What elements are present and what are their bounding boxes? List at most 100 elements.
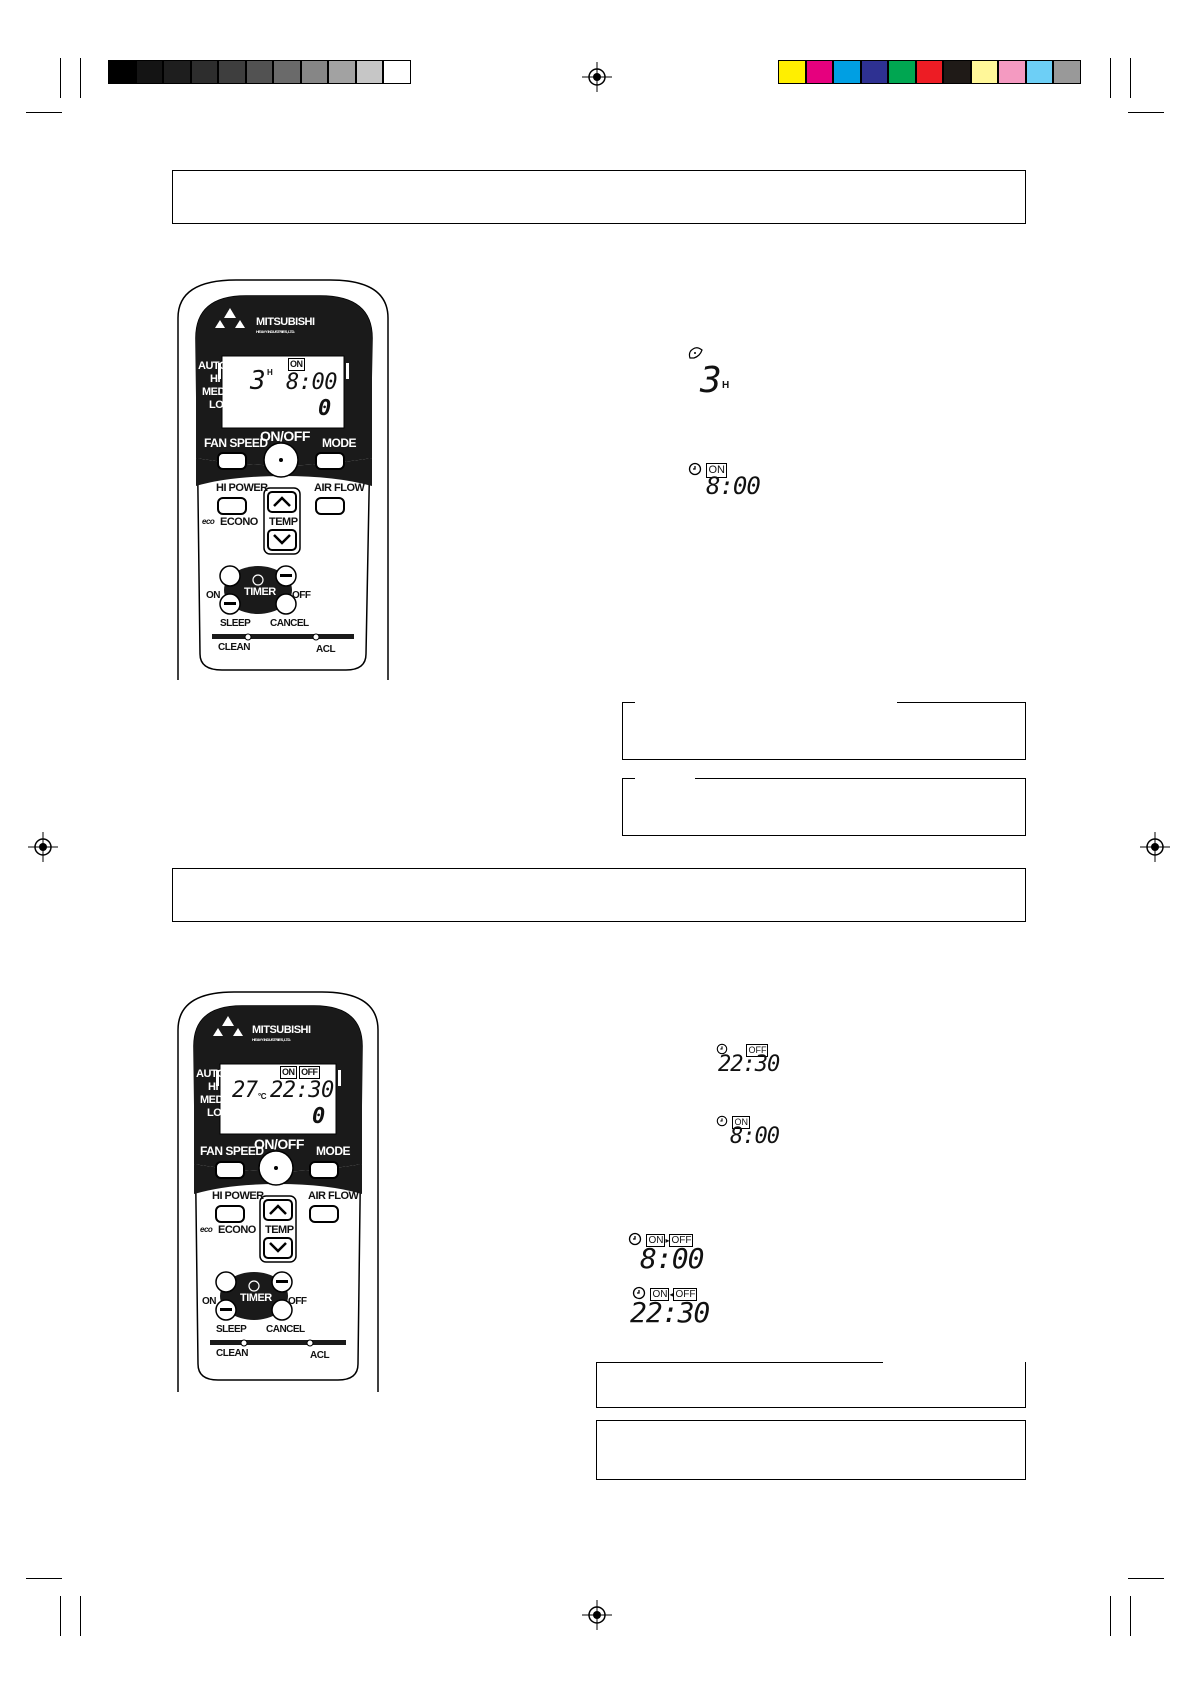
mode-label: MODE	[316, 1144, 351, 1158]
off-badge: OFF	[669, 1234, 694, 1247]
off-timer-indicator: OFF	[716, 1040, 769, 1058]
combo-time-2: 22:30	[630, 1296, 710, 1329]
fan-level-lo: LO	[207, 1107, 222, 1119]
arrow-right-icon: ▸	[665, 1236, 670, 1245]
acl-label: ACL	[310, 1350, 330, 1361]
sleep-label: SLEEP	[216, 1324, 247, 1335]
econo-label: ECONO	[220, 516, 258, 528]
temp-label: TEMP	[265, 1224, 294, 1236]
sleep-hours-unit: H	[722, 380, 730, 391]
color-swatch	[300, 60, 328, 84]
lcd-hours: 3	[250, 366, 266, 396]
color-swatch	[833, 60, 861, 84]
fan-speed-label: FAN SPEED	[204, 436, 268, 450]
on-timer-indicator: ON	[716, 1112, 750, 1130]
cancel-label: CANCEL	[270, 618, 309, 629]
color-swatch	[778, 60, 806, 84]
acl-label: ACL	[316, 644, 336, 655]
on-badge: ON	[706, 463, 727, 478]
arrow-left-icon: ◂	[669, 1290, 674, 1299]
color-swatch	[860, 60, 888, 84]
timer-label: TIMER	[240, 1292, 272, 1304]
note-box-4	[596, 1420, 1026, 1480]
timer-on-label: ON	[202, 1296, 217, 1307]
clean-label: CLEAN	[216, 1348, 248, 1359]
note-box-3	[596, 1360, 1026, 1408]
cancel-label: CANCEL	[266, 1324, 305, 1335]
remote-control-2	[177, 991, 379, 1392]
lcd-time: 22:30	[270, 1078, 334, 1103]
color-swatch	[163, 60, 191, 84]
color-swatch	[355, 60, 383, 84]
fan-level-med: MED	[200, 1094, 223, 1106]
lcd-unit: °C	[258, 1092, 266, 1101]
on-off-label: ON/OFF	[260, 428, 310, 444]
on-off-label: ON/OFF	[254, 1136, 304, 1152]
timer-off-label: OFF	[292, 590, 311, 601]
clock-icon	[628, 1232, 642, 1245]
on-badge: ON	[646, 1234, 666, 1247]
color-swatch	[1053, 60, 1081, 84]
color-swatch	[383, 60, 411, 84]
fan-level-hi: HI	[210, 373, 221, 385]
color-swatch	[888, 60, 916, 84]
eco-label: eco	[200, 1225, 213, 1234]
registration-mark-top	[582, 62, 612, 92]
hi-power-label: HI POWER	[216, 482, 268, 494]
eco-label: eco	[202, 517, 215, 526]
remote-brand-sub: HEAVY INDUSTRIES, LTD.	[256, 329, 295, 334]
lcd-bar: 0	[318, 396, 331, 421]
lcd-time: 8:00	[286, 370, 337, 395]
timer-on-label: ON	[206, 590, 221, 601]
remote1-labels: MITSUBISHI HEAVY INDUSTRIES, LTD. AUTO H…	[176, 278, 390, 680]
lcd-h: H	[267, 368, 273, 377]
registration-mark-left	[28, 832, 58, 862]
color-swatch	[135, 60, 163, 84]
remote-brand: MITSUBISHI	[252, 1024, 311, 1036]
fan-level-auto: AUTO	[198, 360, 227, 372]
color-swatch	[190, 60, 218, 84]
combo-time-1: 8:00	[640, 1242, 704, 1275]
fan-speed-label: FAN SPEED	[200, 1144, 264, 1158]
fan-level-hi: HI	[208, 1081, 219, 1093]
clock-icon	[632, 1286, 646, 1299]
clock-icon	[716, 1043, 728, 1055]
fan-level-med: MED	[202, 386, 225, 398]
registration-mark-bottom	[582, 1600, 612, 1630]
remote-brand-sub: HEAVY INDUSTRIES, LTD.	[252, 1037, 291, 1042]
air-flow-label: AIR FLOW	[308, 1190, 359, 1202]
lcd-on-badge: ON	[288, 358, 305, 371]
air-flow-label: AIR FLOW	[314, 482, 365, 494]
combo-indicator-2: ON◂OFF	[632, 1284, 698, 1302]
color-swatch	[245, 60, 273, 84]
color-swatch	[805, 60, 833, 84]
sleep-face-icon	[688, 347, 703, 359]
off-badge: OFF	[746, 1044, 769, 1057]
sleep-icon-display	[688, 346, 704, 365]
registration-mark-right	[1140, 832, 1170, 862]
lcd-bar: 0	[312, 1104, 325, 1129]
color-swatch	[943, 60, 971, 84]
timer-off-label: OFF	[288, 1296, 307, 1307]
fan-level-lo: LO	[209, 399, 224, 411]
sleep-label: SLEEP	[220, 618, 251, 629]
mode-label: MODE	[322, 436, 357, 450]
on-timer-indicator: ON	[688, 460, 727, 478]
on-badge: ON	[650, 1288, 670, 1301]
on-badge: ON	[732, 1116, 750, 1129]
temp-label: TEMP	[269, 516, 298, 528]
on-time-display: 8:00	[730, 1124, 780, 1149]
remote-brand: MITSUBISHI	[256, 316, 315, 328]
section1-header-box	[172, 170, 1026, 224]
remote2-labels: MITSUBISHI HEAVY INDUSTRIES, LTD. AUTO H…	[176, 990, 380, 1392]
color-swatch	[1025, 60, 1053, 84]
sleep-hours-display: 3	[700, 360, 722, 401]
clock-icon	[716, 1115, 728, 1127]
color-swatch	[998, 60, 1026, 84]
remote-control-1	[177, 279, 389, 680]
off-badge: OFF	[673, 1288, 698, 1301]
clean-label: CLEAN	[218, 642, 250, 653]
clock-icon	[688, 462, 702, 475]
hi-power-label: HI POWER	[212, 1190, 264, 1202]
color-swatch	[915, 60, 943, 84]
